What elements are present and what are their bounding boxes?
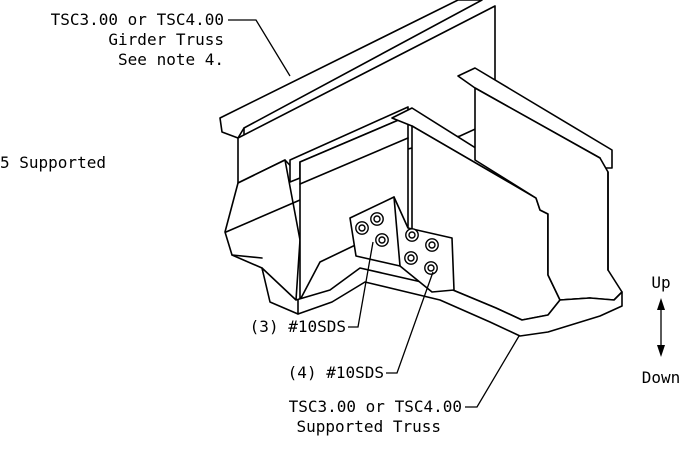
leader-screws-3 [348,241,374,328]
screw-icon [404,251,418,265]
leader-lines [228,19,520,408]
down-label: Down [642,368,681,387]
left-partial-label: 5 Supported [0,153,106,172]
up-down-arrow-icon [657,298,665,357]
screw-icon [425,238,439,252]
screw-icon [355,221,369,235]
leader-supported [465,335,520,408]
screw-icon [370,212,384,226]
leader-screws-4 [386,271,434,374]
girder-label-line1: TSC3.00 or TSC4.00 [51,10,224,29]
girder-label-line3: See note 4. [118,50,224,69]
girder-label-line2: Girder Truss [108,30,224,49]
screw-icon [424,261,438,275]
screws-right-leg [404,228,439,275]
screws-left-leg [355,212,389,247]
leader-girder [228,19,291,77]
labels: TSC3.00 or TSC4.00 Girder Truss See note… [0,10,680,436]
screws-4-label: (4) #10SDS [288,363,384,382]
supported-label-line2: Supported Truss [297,417,442,436]
screw-icon [405,228,419,242]
up-label: Up [651,273,670,292]
supported-label-line1: TSC3.00 or TSC4.00 [289,397,462,416]
screw-icon [375,233,389,247]
screws-3-label: (3) #10SDS [250,317,346,336]
